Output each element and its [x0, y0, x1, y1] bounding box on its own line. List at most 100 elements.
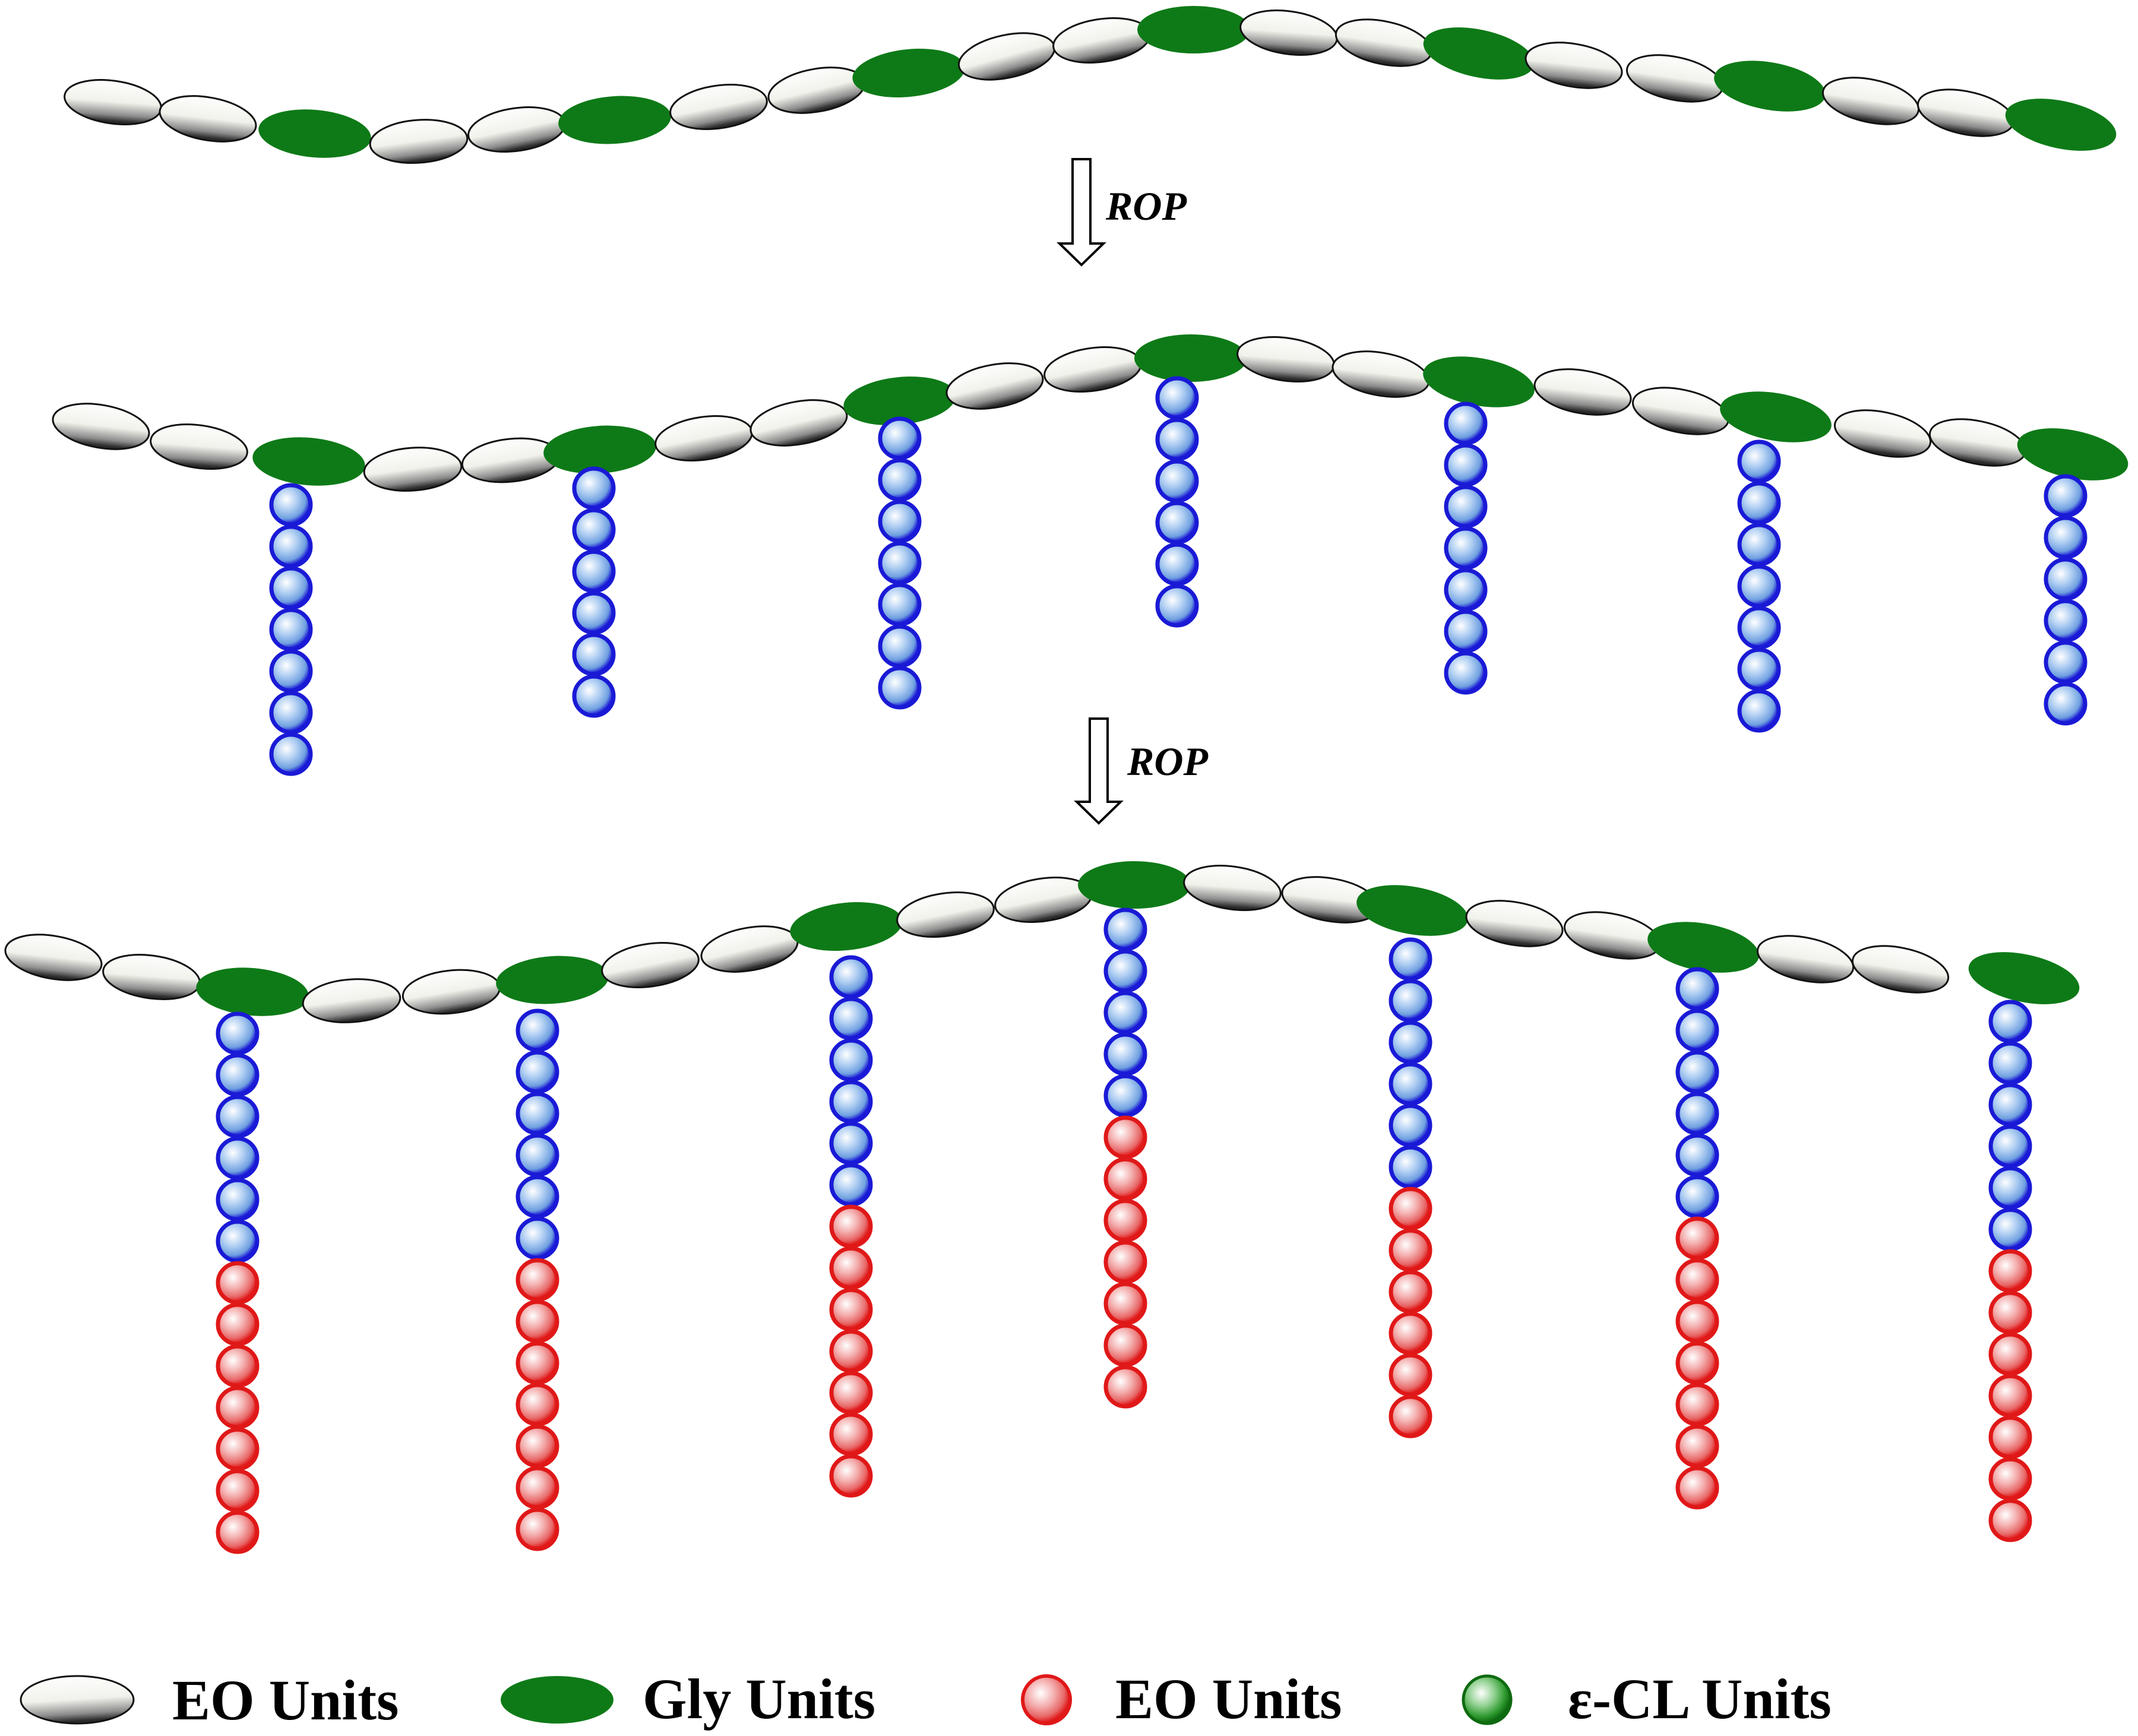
cl-graft-unit: [216, 1053, 260, 1097]
eo-graft-unit: [1103, 1365, 1147, 1409]
white-ellipse-icon: [20, 1675, 135, 1725]
pcl-peo-graft-chain: [1988, 1000, 2032, 1542]
legend: EO Units Gly Units EO Units ε-CL Units: [20, 1667, 1832, 1732]
cl-graft-unit: [1155, 418, 1199, 461]
eo-graft-unit: [829, 1412, 873, 1456]
eo-chain-unit: [461, 437, 561, 483]
eo-graft-unit: [515, 1258, 559, 1302]
pcl-peo-graft-chain: [1675, 967, 1719, 1510]
backbone-chain-grafted-pcl: [52, 334, 2128, 776]
cl-graft-unit: [829, 1080, 873, 1124]
cl-graft-unit: [515, 1133, 559, 1177]
cl-graft-unit: [1103, 907, 1147, 951]
gly-unit: [1423, 356, 1535, 407]
legend-item-eo-graft-unit: EO Units: [1021, 1667, 1342, 1731]
eo-graft-unit: [1103, 1199, 1147, 1242]
cl-graft-unit: [1737, 439, 1781, 483]
cl-graft-unit: [1737, 523, 1781, 567]
pcl-graft-chain: [1155, 376, 1199, 628]
cl-graft-unit: [1103, 1032, 1147, 1076]
cl-graft-unit: [515, 1008, 559, 1052]
pcl-graft-chain: [572, 466, 616, 718]
cl-graft-unit: [572, 508, 616, 552]
eo-graft-unit: [515, 1424, 559, 1468]
cl-graft-unit: [1737, 689, 1781, 733]
cl-graft-unit: [1155, 501, 1199, 545]
eo-chain-unit: [102, 954, 201, 1000]
cl-graft-unit: [515, 1092, 559, 1136]
cl-graft-unit: [2044, 557, 2088, 601]
cl-graft-unit: [1444, 526, 1488, 570]
gly-unit: [1423, 27, 1535, 80]
pcl-graft-chain: [2044, 474, 2088, 726]
gly-unit: [252, 437, 365, 486]
cl-graft-unit: [1444, 401, 1488, 445]
eo-graft-unit: [829, 1329, 873, 1373]
cl-graft-unit: [1675, 1008, 1719, 1052]
pcl-peo-graft-chain: [515, 1008, 559, 1551]
cl-graft-unit: [269, 566, 313, 610]
cl-graft-unit: [1737, 606, 1781, 650]
cl-graft-unit: [269, 649, 313, 693]
cl-graft-unit: [216, 1178, 260, 1222]
cl-graft-unit: [829, 1121, 873, 1165]
cl-graft-unit: [1737, 481, 1781, 525]
eo-graft-unit: [515, 1341, 559, 1385]
cl-graft-unit: [878, 666, 922, 710]
eo-chain-unit: [1928, 418, 2027, 467]
cl-graft-unit: [1988, 1207, 2032, 1251]
legend-label: EO Units: [1115, 1667, 1342, 1731]
cl-graft-unit: [878, 583, 922, 627]
eo-chain-unit: [64, 79, 162, 125]
eo-graft-unit: [515, 1299, 559, 1343]
cl-graft-unit: [878, 499, 922, 543]
gly-unit: [196, 967, 309, 1016]
gly-unit: [1356, 885, 1468, 936]
gly-unit: [1720, 391, 1832, 442]
cl-graft-unit: [216, 1011, 260, 1055]
eo-graft-unit: [1675, 1216, 1719, 1260]
cl-graft-unit: [1675, 1092, 1719, 1136]
cl-graft-unit: [1444, 568, 1488, 612]
cl-graft-unit: [878, 458, 922, 502]
eo-chain-unit: [957, 32, 1056, 81]
cl-graft-unit: [1675, 1050, 1719, 1094]
gly-unit: [1137, 6, 1250, 53]
cl-graft-unit: [1389, 1020, 1432, 1064]
eo-graft-unit: [1675, 1424, 1719, 1468]
cl-graft-unit: [1389, 1103, 1432, 1147]
cl-graft-unit: [1389, 937, 1432, 981]
eo-chain-unit: [401, 969, 501, 1015]
step-label: ROP: [1105, 184, 1187, 229]
cl-graft-unit: [1675, 1175, 1719, 1219]
eo-chain-unit: [669, 84, 768, 130]
cl-graft-unit: [1389, 1145, 1432, 1189]
eo-graft-unit: [1389, 1187, 1432, 1231]
eo-chain-unit: [896, 891, 995, 938]
eo-graft-unit: [1389, 1395, 1432, 1438]
eo-chain-unit: [1625, 54, 1724, 103]
gly-unit: [1647, 922, 1759, 973]
eo-graft-unit: [1988, 1415, 2032, 1459]
cl-graft-unit: [1675, 1133, 1719, 1177]
cl-graft-unit: [1444, 609, 1488, 653]
eo-chain-unit: [52, 403, 150, 450]
cl-graft-unit: [1103, 1074, 1147, 1118]
eo-chain-unit: [150, 423, 248, 470]
eo-graft-unit: [216, 1510, 260, 1554]
eo-chain-unit: [767, 67, 866, 114]
eo-graft-unit: [216, 1261, 260, 1305]
eo-chain-unit: [1236, 336, 1335, 382]
eo-graft-unit: [1675, 1383, 1719, 1427]
eo-graft-unit: [1103, 1115, 1147, 1159]
cl-graft-unit: [515, 1175, 559, 1219]
gly-unit: [790, 902, 903, 951]
eo-chain-unit: [654, 415, 753, 461]
cl-graft-unit: [2044, 682, 2088, 726]
eo-chain-unit: [1465, 900, 1564, 947]
eo-chain-unit: [467, 106, 566, 153]
eo-chain-unit: [1331, 350, 1430, 398]
eo-chain-unit: [700, 925, 799, 973]
cl-graft-unit: [2044, 599, 2088, 643]
rop-arrow-1: ROP: [1057, 158, 1187, 267]
